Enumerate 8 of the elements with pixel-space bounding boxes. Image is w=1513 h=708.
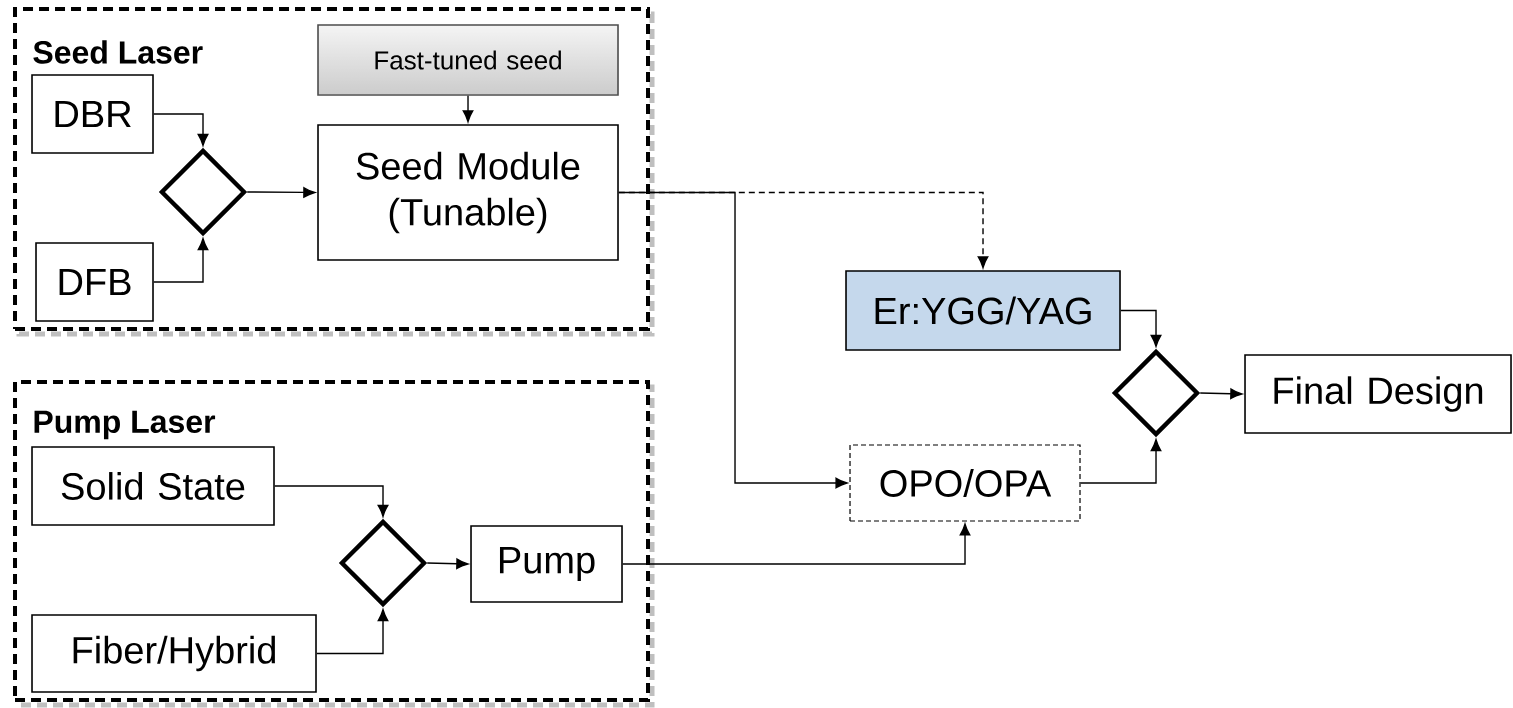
- arrow: [1079, 439, 1162, 484]
- arrow: [1199, 388, 1243, 400]
- arrow: [618, 191, 848, 489]
- process-box: Er:YGG/YAG: [845, 270, 1121, 351]
- process-box: OPO/OPA: [849, 444, 1081, 522]
- arrow: [1120, 309, 1162, 347]
- arrow: [622, 523, 971, 565]
- process-box: Final Design: [1244, 354, 1512, 434]
